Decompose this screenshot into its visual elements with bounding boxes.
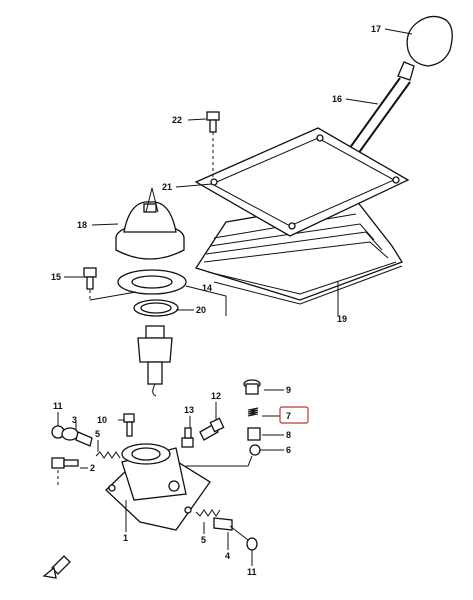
callout-18[interactable]: 18 xyxy=(77,220,87,230)
shift-lever-case[interactable] xyxy=(105,443,211,531)
bolt-13[interactable] xyxy=(181,427,194,448)
bolt-4[interactable] xyxy=(213,517,249,541)
callout-4[interactable]: 4 xyxy=(225,551,230,561)
ball-6[interactable] xyxy=(249,444,261,456)
callout-8[interactable]: 8 xyxy=(286,430,291,440)
shift-boot[interactable] xyxy=(194,199,403,305)
callout-5-left[interactable]: 5 xyxy=(95,429,100,439)
callout-1[interactable]: 1 xyxy=(123,533,128,543)
callout-17[interactable]: 17 xyxy=(371,24,381,34)
callout-13[interactable]: 13 xyxy=(184,405,194,415)
bolt-15[interactable] xyxy=(83,267,97,300)
callout-21[interactable]: 21 xyxy=(162,182,172,192)
ring-8[interactable] xyxy=(247,427,261,441)
spring-5-left[interactable] xyxy=(95,451,121,459)
callout-5-bottom[interactable]: 5 xyxy=(201,535,206,545)
callout-20[interactable]: 20 xyxy=(196,305,206,315)
callout-15[interactable]: 15 xyxy=(51,272,61,282)
boot-plate[interactable] xyxy=(194,127,410,237)
callout-11-bottom[interactable]: 11 xyxy=(247,567,257,577)
lower-lever-joint[interactable] xyxy=(137,325,173,397)
front-direction-arrow-icon xyxy=(42,555,71,579)
spring-5-bottom[interactable] xyxy=(195,509,221,517)
bolt-3[interactable] xyxy=(61,427,93,447)
spring-7[interactable] xyxy=(247,407,259,417)
callout-9[interactable]: 9 xyxy=(286,385,291,395)
shift-cover-18[interactable] xyxy=(115,201,185,260)
plug-9[interactable] xyxy=(243,379,261,395)
callout-2[interactable]: 2 xyxy=(90,463,95,473)
callout-11-left[interactable]: 11 xyxy=(53,401,63,411)
callout-7[interactable]: 7 xyxy=(286,411,291,421)
bolt-10[interactable] xyxy=(123,413,135,437)
callout-12[interactable]: 12 xyxy=(211,391,221,401)
callout-3[interactable]: 3 xyxy=(72,415,77,425)
bolt-2[interactable] xyxy=(51,457,79,488)
callout-19[interactable]: 19 xyxy=(337,314,347,324)
leader-lines xyxy=(57,28,413,566)
screw-22[interactable] xyxy=(206,111,220,178)
callout-22[interactable]: 22 xyxy=(172,115,182,125)
seal-ring-20[interactable] xyxy=(133,299,179,317)
shift-knob[interactable] xyxy=(397,15,453,81)
pin-11-bottom[interactable] xyxy=(246,537,258,551)
callout-10[interactable]: 10 xyxy=(97,415,107,425)
retainer-plate-14[interactable] xyxy=(117,269,187,295)
callout-14[interactable]: 14 xyxy=(202,283,212,293)
bolt-12[interactable] xyxy=(199,417,225,441)
callout-6[interactable]: 6 xyxy=(286,445,291,455)
callout-16[interactable]: 16 xyxy=(332,94,342,104)
part-7-highlight xyxy=(279,406,309,424)
